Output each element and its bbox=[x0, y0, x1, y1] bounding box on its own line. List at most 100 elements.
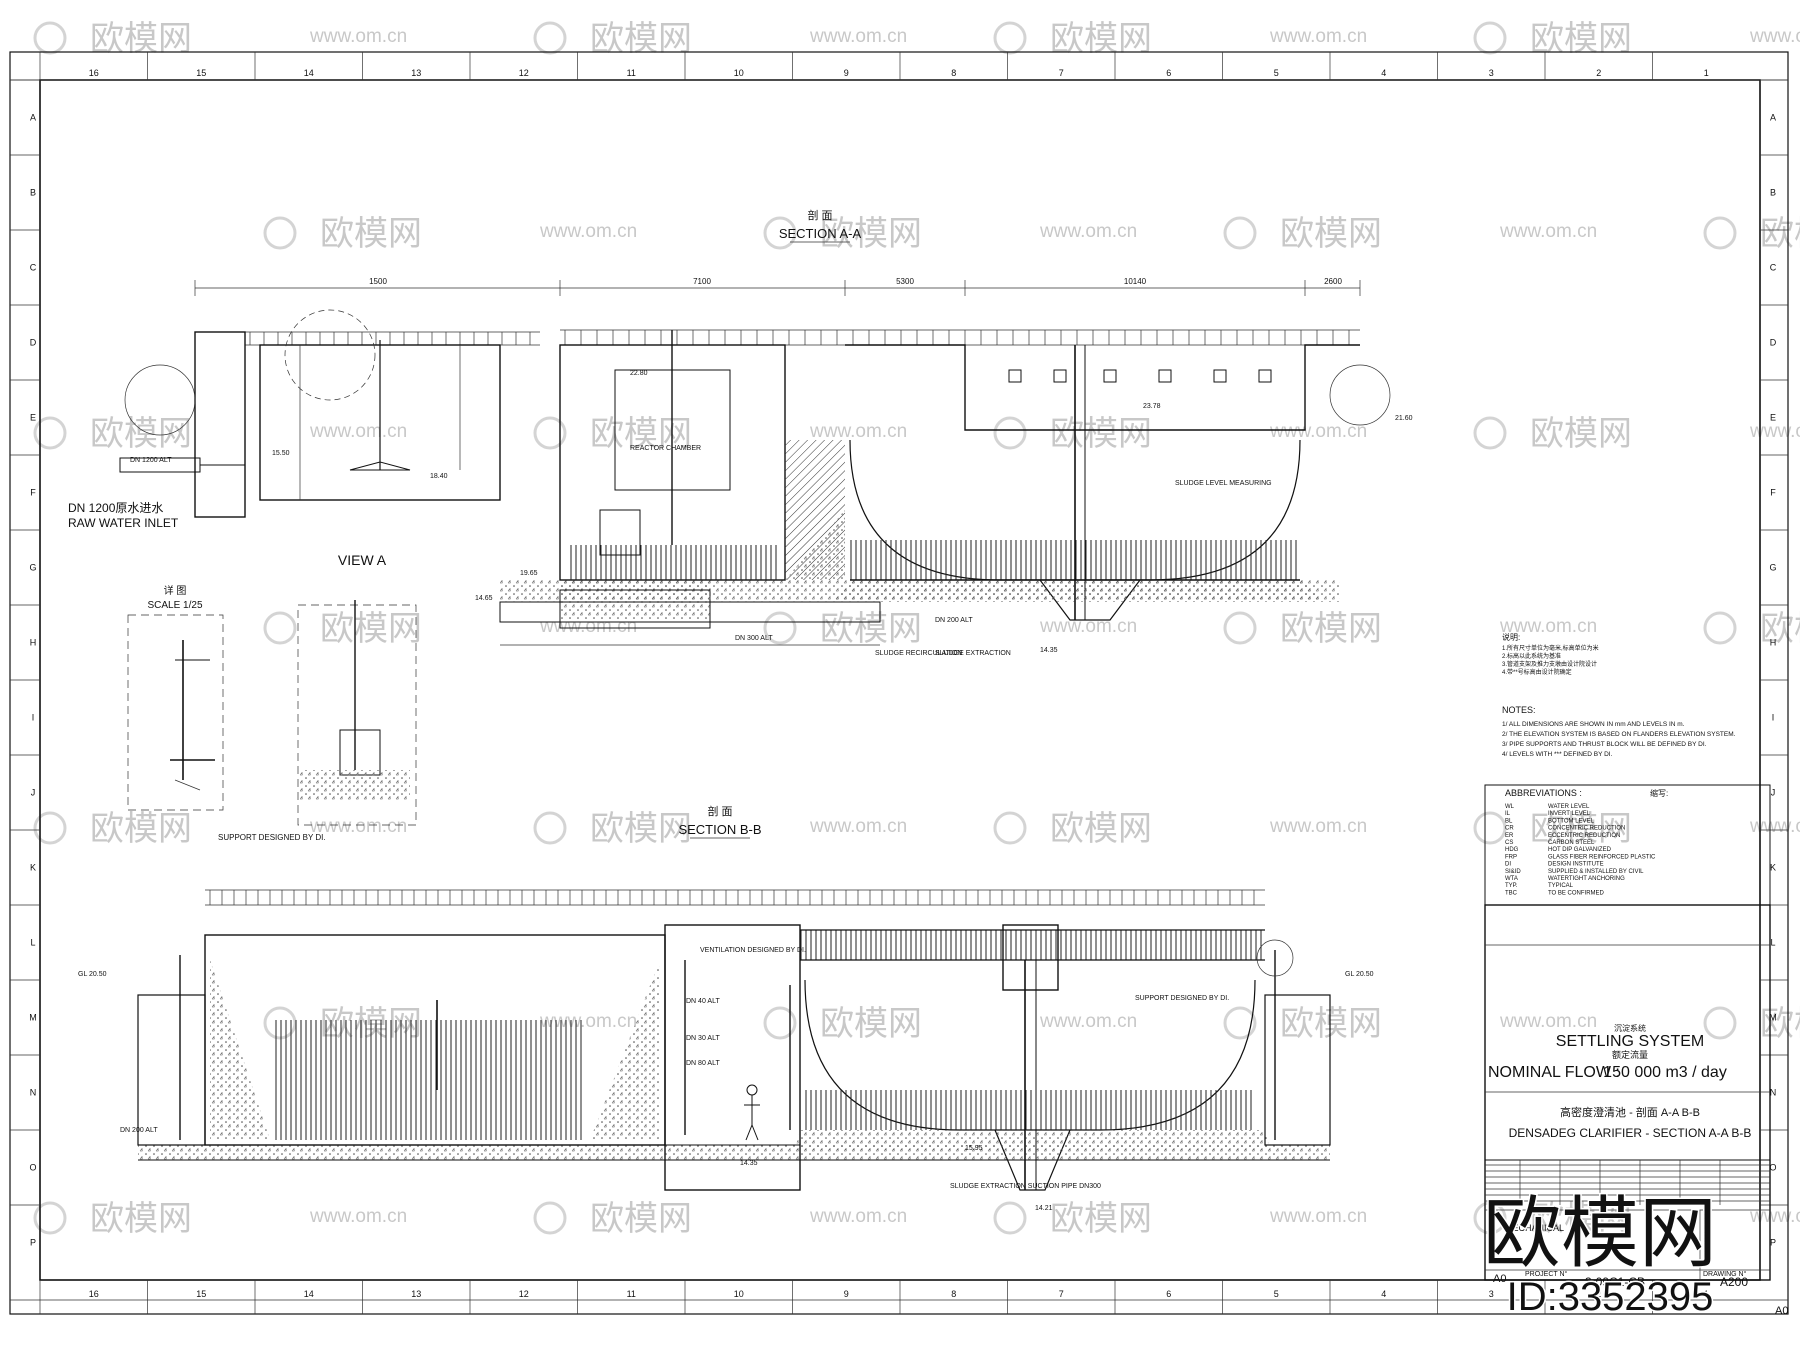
col-number-top: 6 bbox=[1166, 68, 1171, 78]
abbr-code: WTA bbox=[1505, 876, 1518, 882]
section-aa-label: 22.80 bbox=[630, 370, 648, 377]
section-bb-label: DN 40 ALT bbox=[686, 998, 720, 1005]
watermark-brand: 欧模网 bbox=[90, 809, 192, 849]
watermark-url: www.om.cn bbox=[1499, 221, 1597, 242]
row-letter-left: I bbox=[32, 713, 35, 723]
watermark-brand: 欧模网 bbox=[320, 214, 422, 254]
watermark-logo-icon bbox=[993, 416, 1027, 450]
project-no-label: PROJECT N° bbox=[1525, 1270, 1568, 1278]
watermark-logo-icon bbox=[263, 216, 297, 250]
col-number-top: 2 bbox=[1596, 68, 1601, 78]
col-number-bottom: 9 bbox=[844, 1289, 849, 1299]
watermark-brand: 欧模网 bbox=[320, 609, 422, 649]
watermark-url: www.om.cn bbox=[539, 616, 637, 637]
row-letter-right: H bbox=[1770, 638, 1777, 648]
sheet-size-corner: A0 bbox=[1775, 1305, 1788, 1317]
section-aa-label: DN 200 ALT bbox=[935, 617, 973, 624]
watermark-logo-icon bbox=[993, 21, 1027, 55]
col-number-bottom: 6 bbox=[1166, 1289, 1171, 1299]
watermark-brand: 欧模网 bbox=[90, 414, 192, 454]
raw-inlet-cn: DN 1200原水进水 bbox=[68, 501, 163, 515]
abbr-meaning: WATERTIGHT ANCHORING bbox=[1548, 876, 1625, 882]
col-number-top: 12 bbox=[519, 68, 529, 78]
col-number-bottom: 12 bbox=[519, 1289, 529, 1299]
watermark-brand: 欧模网 bbox=[1530, 809, 1632, 849]
notes-title-cn: 说明: bbox=[1502, 632, 1520, 642]
dimension-label: 1500 bbox=[369, 277, 387, 286]
dimension-label: 7100 bbox=[693, 277, 711, 286]
watermark-logo-icon bbox=[1473, 1201, 1507, 1235]
col-number-top: 1 bbox=[1704, 68, 1709, 78]
row-letter-right: J bbox=[1771, 788, 1776, 798]
title-block: 沉淀系统 SETTLING SYSTEM 额定流量 NOMINAL FLOW :… bbox=[1484, 904, 1788, 1317]
watermark-logo-icon bbox=[33, 416, 67, 450]
row-letter-right: L bbox=[1770, 938, 1775, 948]
watermark-tile: 欧模网 www.om.cn bbox=[263, 609, 637, 649]
drawing-title: DENSADEG CLARIFIER - SECTION A-A B-B bbox=[1509, 1126, 1752, 1140]
dimension-label: 2600 bbox=[1324, 277, 1342, 286]
section-aa-label: REACTOR CHAMBER bbox=[630, 445, 701, 452]
watermark-url: www.om.cn bbox=[809, 816, 907, 837]
watermark-brand: 欧模网 bbox=[1280, 214, 1382, 254]
abbr-meaning: INVERT LEVEL bbox=[1548, 811, 1591, 817]
notes-title: NOTES: bbox=[1502, 705, 1536, 715]
col-number-top: 13 bbox=[411, 68, 421, 78]
col-number-bottom: 15 bbox=[196, 1289, 206, 1299]
row-letter-right: G bbox=[1769, 563, 1776, 573]
watermark-url: www.om.cn bbox=[1269, 26, 1367, 47]
section-bb-label: DN 80 ALT bbox=[686, 1060, 720, 1067]
discipline-label: MECHANICAL bbox=[1505, 1223, 1564, 1233]
project-no: 3-09C1-CB bbox=[1585, 1275, 1645, 1289]
watermark-brand: 欧模网 bbox=[1760, 214, 1800, 254]
section-aa-label: SLUDGE EXTRACTION bbox=[935, 650, 1011, 657]
section-aa-title: SECTION A-A bbox=[779, 226, 862, 241]
watermark-logo-icon bbox=[533, 1201, 567, 1235]
row-letter-right: K bbox=[1770, 863, 1776, 873]
abbr-code: CS bbox=[1505, 840, 1513, 846]
note-line: 3/ PIPE SUPPORTS AND THRUST BLOCK WILL B… bbox=[1502, 741, 1707, 748]
abbr-meaning: BOTTOM LEVEL bbox=[1548, 818, 1595, 824]
section-bb-label: VENTILATION DESIGNED BY DI. bbox=[700, 947, 806, 954]
abbr-code: TYP. bbox=[1505, 883, 1518, 889]
drawing-no-label: DRAWING N° bbox=[1703, 1270, 1747, 1278]
watermark-logo-icon bbox=[533, 21, 567, 55]
flow-label: NOMINAL FLOW : bbox=[1488, 1064, 1620, 1081]
watermark-brand: 欧模网 bbox=[1760, 609, 1800, 649]
col-number-top: 16 bbox=[89, 68, 99, 78]
watermark-url: www.om.cn bbox=[309, 26, 407, 47]
col-number-bottom: 8 bbox=[951, 1289, 956, 1299]
abbr-meaning: ECCENTRIC REDUCTION bbox=[1548, 833, 1620, 839]
watermark-brand: 欧模网 bbox=[1050, 19, 1152, 59]
note-line: 4/ LEVELS WITH *** DEFINED BY DI. bbox=[1502, 751, 1613, 758]
col-number-bottom: 4 bbox=[1381, 1289, 1386, 1299]
col-number-top: 11 bbox=[627, 68, 636, 78]
row-letter-right: B bbox=[1770, 188, 1776, 198]
section-bb-label: 15.95 bbox=[965, 1145, 983, 1152]
raw-water-inlet-pipe bbox=[119, 457, 245, 473]
detail-view: 详 图 SCALE 1/25 SUPPORT DESIGNED BY DI. V… bbox=[127, 552, 417, 842]
note-cn-line: 2.标高以此系统为基准 bbox=[1502, 652, 1561, 660]
watermark-logo-icon bbox=[263, 611, 297, 645]
watermark-logo-icon bbox=[993, 811, 1027, 845]
col-number-top: 7 bbox=[1059, 68, 1064, 78]
col-number-bottom: 2 bbox=[1596, 1289, 1601, 1299]
section-bb-label: GL 20.50 bbox=[1345, 971, 1374, 978]
watermark-url: www.om.cn bbox=[1499, 616, 1597, 637]
watermark-tile: 欧模网 www.om.cn bbox=[1223, 214, 1597, 254]
watermark-brand: 欧模网 bbox=[1050, 414, 1152, 454]
row-letter-left: M bbox=[29, 1013, 37, 1023]
system-cn: 沉淀系统 bbox=[1614, 1023, 1646, 1033]
abbr-code: CR bbox=[1505, 826, 1514, 832]
